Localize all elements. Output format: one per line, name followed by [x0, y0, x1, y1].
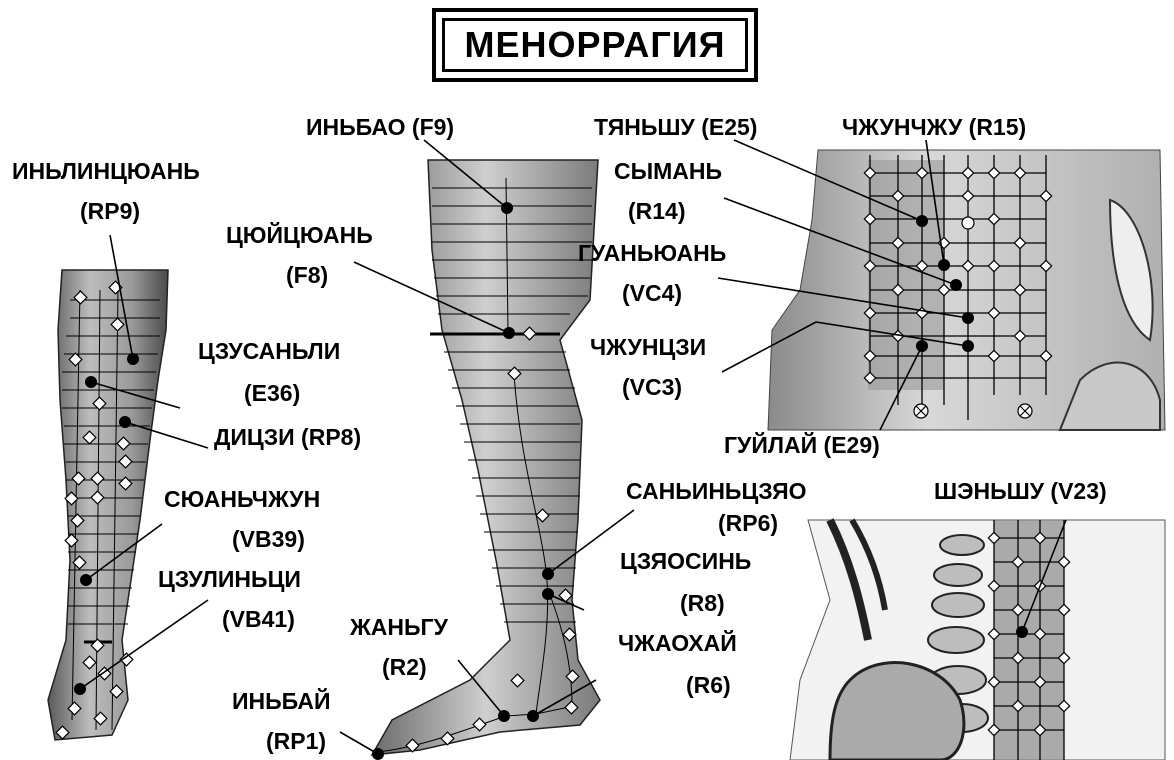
- label-yinbai: ИНЬБАЙ: [232, 688, 330, 714]
- back-spine-figure: [790, 520, 1165, 760]
- label-rangu: ЖАНЬГУ: [350, 614, 448, 640]
- label-siman: СЫМАНЬ: [614, 158, 722, 184]
- label-zulinqi-code: (VB41): [222, 606, 295, 632]
- label-ququan: ЦЮЙЦЮАНЬ: [226, 222, 373, 248]
- label-zhongji-code: (VC3): [622, 374, 682, 400]
- label-zhongji: ЧЖУНЦЗИ: [590, 334, 706, 360]
- label-yinlingquan-code: (RP9): [80, 198, 140, 224]
- label-shenshu: ШЭНЬШУ (V23): [934, 478, 1107, 504]
- label-xuanzhong: СЮАНЬЧЖУН: [164, 486, 320, 512]
- label-ququan-code: (F8): [286, 262, 328, 288]
- label-guilai: ГУЙЛАЙ (E29): [724, 432, 880, 458]
- label-siman-code: (R14): [628, 198, 686, 224]
- label-tianshu: ТЯНЬШУ (E25): [594, 114, 757, 140]
- page-title: МЕНОРРАГИЯ: [464, 24, 725, 66]
- label-zhaohai-code: (R6): [686, 672, 731, 698]
- label-jiaoxin: ЦЗЯОСИНЬ: [620, 548, 751, 574]
- label-yinlingquan: ИНЬЛИНЦЮАНЬ: [12, 158, 200, 184]
- label-guanyuan-code: (VC4): [622, 280, 682, 306]
- label-rangu-code: (R2): [382, 654, 427, 680]
- title-frame: МЕНОРРАГИЯ: [432, 8, 758, 82]
- label-yinbai-code: (RP1): [266, 728, 326, 754]
- label-yinbao: ИНЬБАО (F9): [306, 114, 454, 140]
- title-inner-frame: МЕНОРРАГИЯ: [442, 18, 748, 72]
- label-xuanzhong-code: (VB39): [232, 526, 305, 552]
- label-jiaoxin-code: (R8): [680, 590, 725, 616]
- label-zhaohai: ЧЖАОХАЙ: [618, 630, 737, 656]
- label-sanyinjiao: САНЬИНЬЦЗЯО: [626, 478, 807, 504]
- abdomen-figure: [768, 150, 1165, 430]
- label-zhongzhu: ЧЖУНЧЖУ (R15): [842, 114, 1026, 140]
- label-zulinqi: ЦЗУЛИНЬЦИ: [158, 566, 301, 592]
- label-zusanli: ЦЗУСАНЬЛИ: [198, 338, 340, 364]
- label-diji: ДИЦЗИ (RP8): [214, 424, 361, 450]
- label-zusanli-code: (E36): [244, 380, 300, 406]
- label-sanyinjiao-code: (RP6): [718, 510, 778, 536]
- label-guanyuan: ГУАНЬЮАНЬ: [578, 240, 726, 266]
